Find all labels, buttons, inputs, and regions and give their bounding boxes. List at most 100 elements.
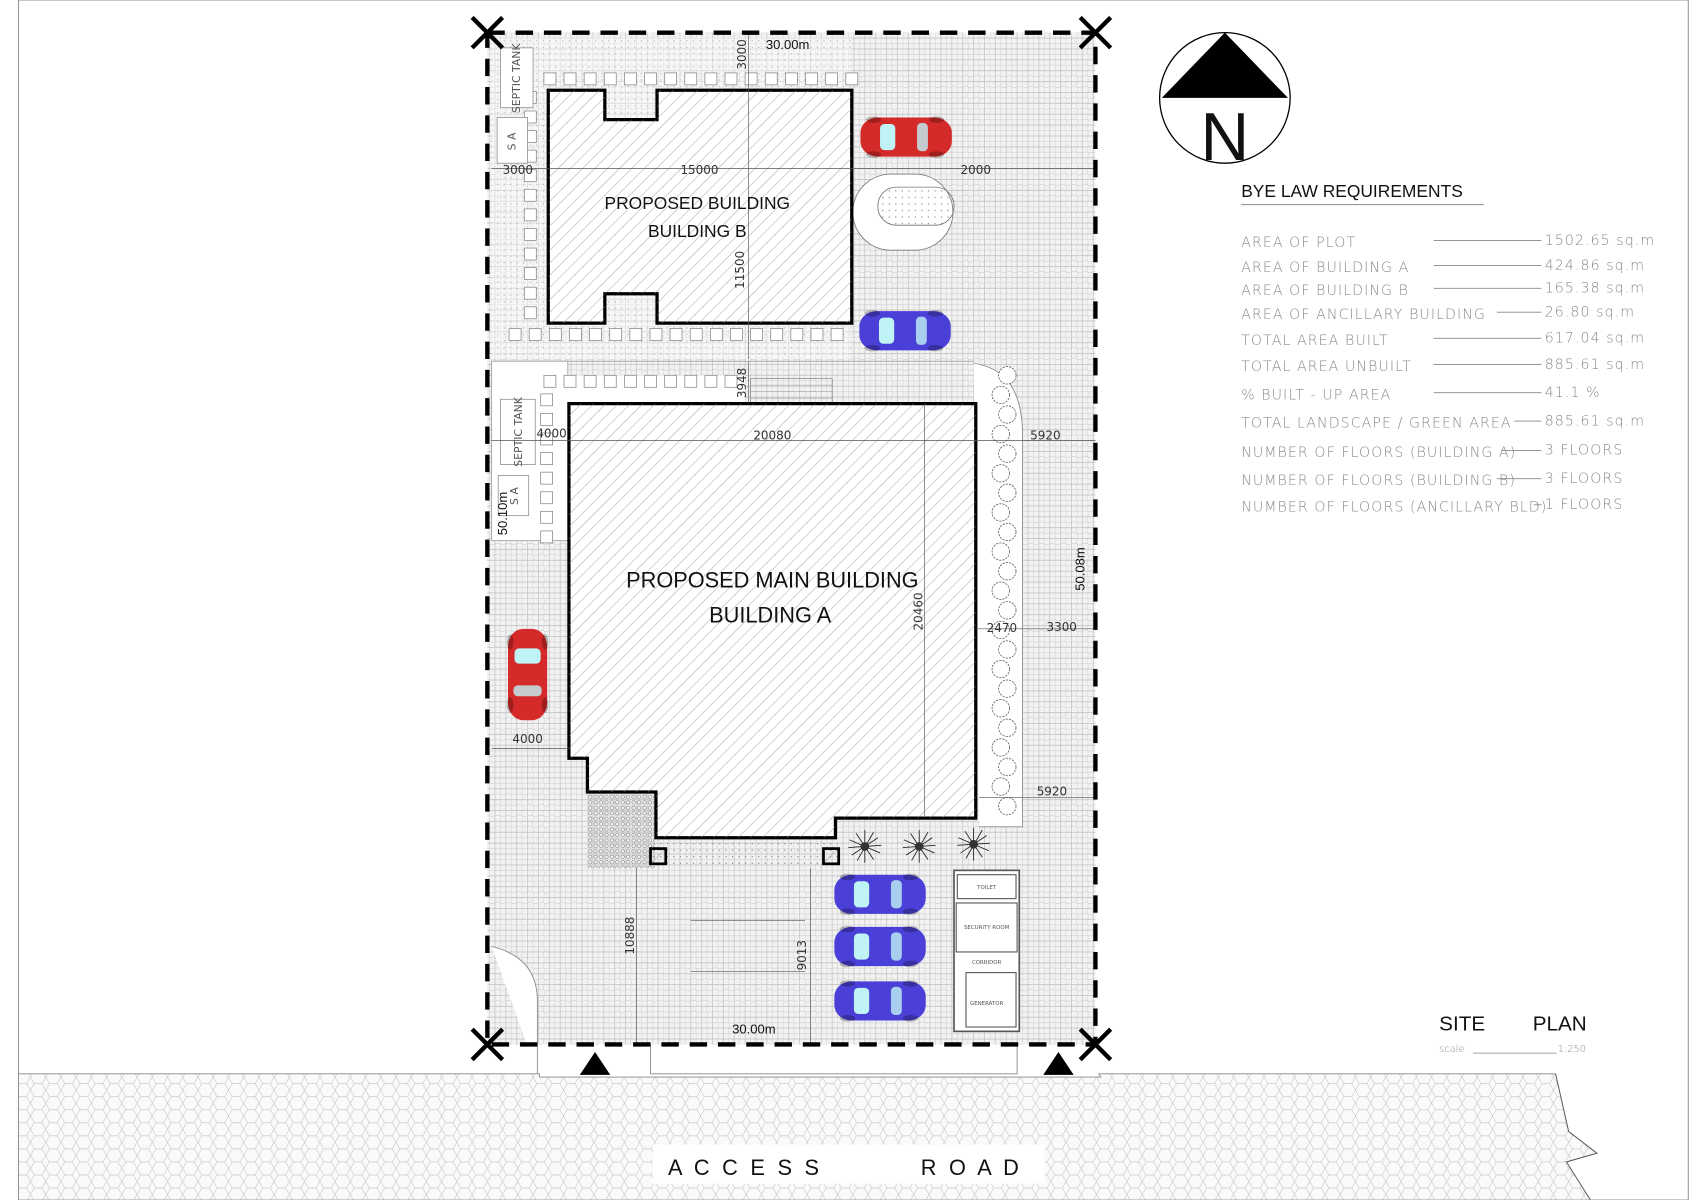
tree-row: [991, 366, 1017, 816]
bye-law-row-value: 885.61 sq.m: [1545, 413, 1645, 429]
bye-law-row-label: NUMBER OF FLOORS (ANCILLARY BLD): [1241, 499, 1547, 515]
shrub: [998, 640, 1017, 659]
septic-tank-mid: SEPTIC TANK: [500, 396, 536, 467]
planter-block: [644, 374, 657, 388]
planter-block: [704, 72, 718, 86]
planter-block: [508, 328, 522, 341]
soakaway-label: S A: [508, 487, 521, 505]
planter-block: [523, 286, 537, 300]
title-block: SITE PLAN scale: 1:250: [1439, 1012, 1587, 1055]
toilet-label: TOILET: [976, 885, 997, 891]
planter-block: [750, 328, 763, 341]
bye-law-row-label: AREA OF PLOT: [1241, 235, 1356, 251]
dimension-label: 4000: [512, 732, 542, 746]
planter-block: [689, 328, 703, 341]
planter-block: [569, 328, 582, 341]
planter-block: [744, 72, 758, 86]
planter-block: [649, 328, 663, 341]
dimension-label: 3948: [735, 368, 749, 398]
planter-block: [540, 530, 553, 544]
planter-block: [540, 471, 553, 485]
title-plan: PLAN: [1533, 1012, 1587, 1035]
car-red: [860, 116, 952, 158]
bye-law-row-value: 3 FLOORS: [1545, 471, 1624, 487]
dimension-label: 3000: [503, 163, 533, 177]
planter-block: [540, 432, 553, 446]
planter-block: [523, 267, 537, 280]
access-road: [18, 1073, 1598, 1200]
shrub: [991, 620, 1010, 640]
planter-block: [669, 328, 683, 341]
planter-block: [845, 72, 859, 86]
shrub: [991, 581, 1010, 600]
dimension-label: 3000: [735, 39, 749, 69]
dimension-label: 5920: [1030, 429, 1060, 443]
car-blue: [834, 873, 926, 915]
shrub: [998, 366, 1017, 385]
bye-law-row-value: 165.38 sq.m: [1545, 281, 1645, 297]
planter-block: [724, 374, 738, 388]
planter-block: [810, 328, 824, 341]
shrub: [991, 660, 1010, 679]
planter-block: [730, 328, 743, 341]
planter-block: [523, 208, 537, 222]
bye-law-row-value: 41.1 %: [1545, 385, 1601, 401]
dimension-label: 20460: [911, 592, 925, 630]
soakaway-label: S A: [506, 132, 519, 150]
title-site: SITE: [1439, 1012, 1485, 1035]
road-label-access: A C C E S S: [668, 1155, 822, 1180]
plot-boundary: [470, 15, 1113, 1062]
shrub: [998, 444, 1017, 463]
dimension-label: 20080: [753, 429, 791, 443]
bye-law-row-label: TOTAL LANDSCAPE / GREEN AREA: [1241, 416, 1511, 432]
planter-block: [644, 72, 657, 86]
septic-tank-label: SEPTIC TANK: [512, 396, 525, 467]
planter-block: [583, 374, 597, 388]
planter-block: [603, 72, 617, 86]
dimension-bottom-width: 30.00m: [732, 1022, 776, 1037]
bye-law-row-label: NUMBER OF FLOORS (BUILDING B): [1241, 473, 1516, 489]
scale-label: scale:: [1439, 1044, 1467, 1055]
dimension-right-depth: 50.08m: [1073, 547, 1088, 591]
column-marker: [649, 847, 668, 866]
planter-block: [684, 72, 698, 86]
entry-arrow: [1043, 1052, 1074, 1075]
planter-block: [523, 188, 537, 202]
planter-block: [563, 72, 577, 86]
dimension-left-depth: 50.10m: [495, 492, 510, 536]
planter-block: [528, 328, 542, 341]
shrub: [991, 777, 1010, 796]
shrub: [991, 542, 1010, 561]
soakaway-top: S A: [496, 117, 528, 164]
north-arrow: N: [1158, 31, 1291, 175]
planter-block: [540, 491, 553, 505]
planter-block: [583, 72, 597, 86]
planter-block: [770, 328, 784, 341]
planter-block: [790, 328, 804, 341]
planter-block: [548, 328, 562, 341]
car-blue: [859, 310, 951, 352]
bye-law-row-value: 1 FLOORS: [1545, 497, 1624, 513]
bye-law-row-label: AREA OF BUILDING B: [1241, 283, 1409, 299]
planter-block: [629, 328, 643, 341]
planter-block: [805, 72, 818, 86]
shrub: [991, 385, 1010, 405]
planter-block: [704, 374, 718, 388]
dimension-label: 11500: [733, 251, 747, 289]
shrub: [998, 757, 1017, 777]
north-label: N: [1201, 100, 1250, 175]
car-blue: [834, 925, 926, 968]
planter-block: [785, 72, 798, 86]
dimension-label: 5920: [1037, 784, 1067, 798]
planter-block: [709, 328, 723, 341]
bye-law-row-label: TOTAL AREA BUILT: [1241, 333, 1389, 349]
planter-block: [664, 72, 678, 86]
planter-block: [684, 374, 698, 388]
planter-block: [589, 328, 602, 341]
road-label-road: R O A D: [921, 1155, 1022, 1180]
shrub: [998, 718, 1017, 737]
sheet-frame: [17, 0, 1689, 1200]
planter-block: [543, 374, 557, 388]
bye-law-row-label: NUMBER OF FLOORS (BUILDING A): [1241, 445, 1516, 461]
